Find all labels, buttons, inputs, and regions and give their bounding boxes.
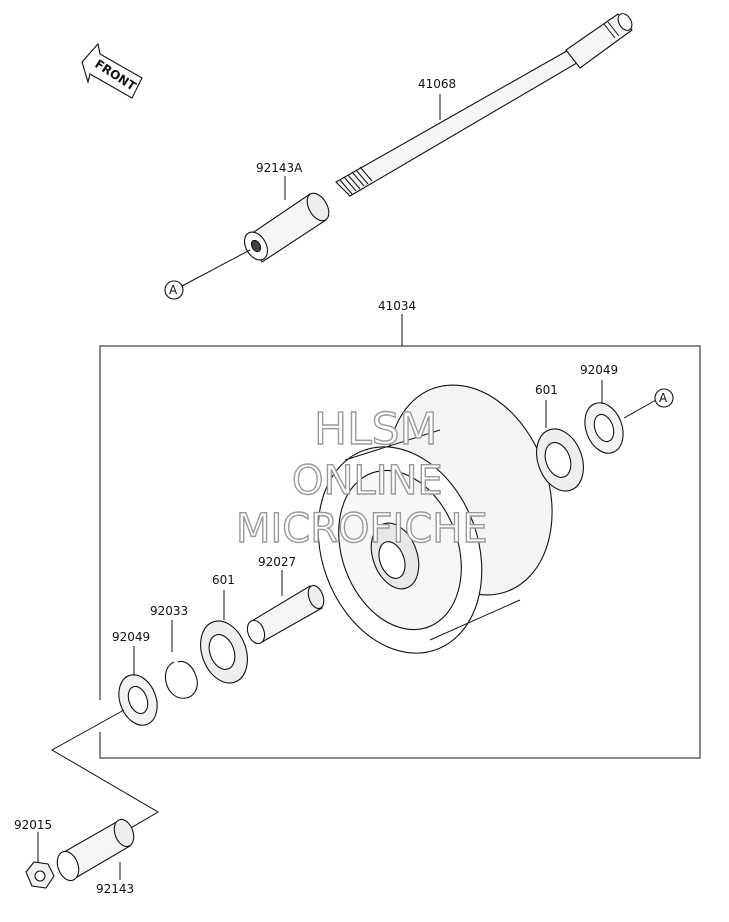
callout-a-left: A: [169, 283, 178, 297]
label-92033: 92033: [150, 604, 188, 618]
front-arrow: FRONT: [81, 42, 143, 99]
label-601-left: 601: [212, 573, 235, 587]
label-92015: 92015: [14, 818, 52, 832]
label-92143: 92143: [96, 882, 134, 896]
seal-left-92049: [118, 674, 158, 726]
label-92049-right: 92049: [580, 363, 618, 377]
hub-assembly-box: [99, 345, 701, 759]
collar-92143A: [243, 192, 330, 263]
callout-a-right: A: [659, 391, 668, 405]
nut-92015: [25, 861, 55, 889]
watermark-line-2: ONLINE: [292, 458, 443, 504]
bearing-right-601: [536, 428, 584, 492]
watermark-line-1: HLSM: [314, 404, 438, 455]
label-41034: 41034: [378, 299, 416, 313]
watermark: HLSM ONLINE MICROFICHE: [235, 403, 488, 552]
spacer-92027: [246, 584, 325, 645]
label-41068: 41068: [418, 77, 456, 91]
label-92049-left: 92049: [112, 630, 150, 644]
axle-41068: [335, 13, 633, 197]
wheel-hub: [317, 384, 553, 654]
circlip-92033: [164, 660, 198, 699]
seal-right-92049: [584, 402, 624, 454]
label-601-right: 601: [535, 383, 558, 397]
label-92027: 92027: [258, 555, 296, 569]
label-92143A: 92143A: [256, 161, 303, 175]
collar-92143: [56, 818, 135, 882]
bearing-left-601: [200, 620, 248, 684]
watermark-line-3: MICROFICHE: [236, 506, 488, 552]
